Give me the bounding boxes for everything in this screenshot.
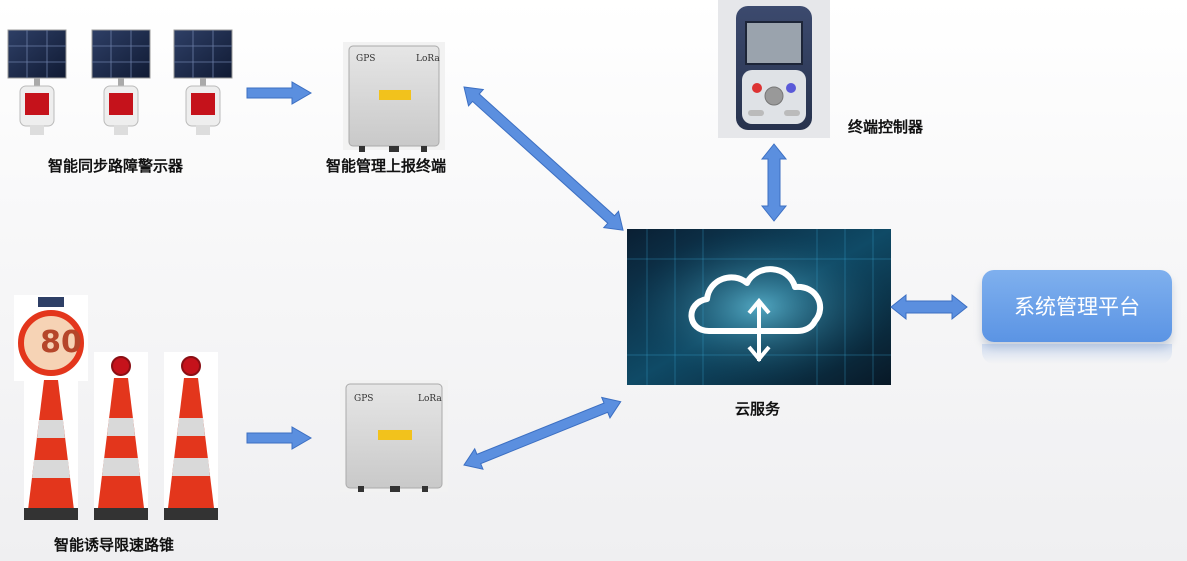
warning-light-3 — [173, 29, 233, 135]
terminal-top-brand-right: LoRa — [416, 54, 440, 64]
controller-device — [718, 0, 830, 138]
traffic-cone-2 — [94, 352, 148, 520]
terminal-top-brand-left: GPS — [356, 54, 376, 64]
traffic-cone-3 — [164, 352, 218, 520]
cloud-service-graphic — [627, 229, 891, 385]
warning-light-2 — [91, 29, 151, 135]
traffic-cone-1 — [24, 380, 78, 520]
platform-reflection — [982, 344, 1172, 364]
speed-sign-value: 80 — [40, 325, 82, 360]
label-warning-lights: 智能同步路障警示器 — [48, 157, 184, 175]
label-cloud: 云服务 — [735, 400, 781, 418]
terminal-bottom-brand-right: LoRa — [418, 394, 442, 404]
terminal-top-device — [343, 42, 445, 152]
label-cones: 智能诱导限速路锥 — [54, 536, 175, 554]
label-controller: 终端控制器 — [848, 118, 924, 136]
platform-label: 系统管理平台 — [1014, 295, 1140, 319]
arrow-cloud-platform — [890, 293, 968, 321]
arrow-terminal-top-cloud — [463, 86, 624, 231]
warning-light-1 — [7, 29, 67, 135]
arrow-controller-cloud — [760, 143, 788, 222]
system-management-platform: 系统管理平台 — [982, 270, 1172, 342]
arrow-lights-to-terminal — [246, 81, 312, 105]
speed-sign — [14, 295, 88, 381]
arrow-terminal-bottom-cloud — [463, 396, 622, 470]
label-terminal-top: 智能管理上报终端 — [326, 157, 447, 175]
terminal-bottom-brand-left: GPS — [354, 394, 374, 404]
arrow-cones-to-terminal — [246, 426, 312, 450]
terminal-bottom-device — [340, 380, 448, 492]
